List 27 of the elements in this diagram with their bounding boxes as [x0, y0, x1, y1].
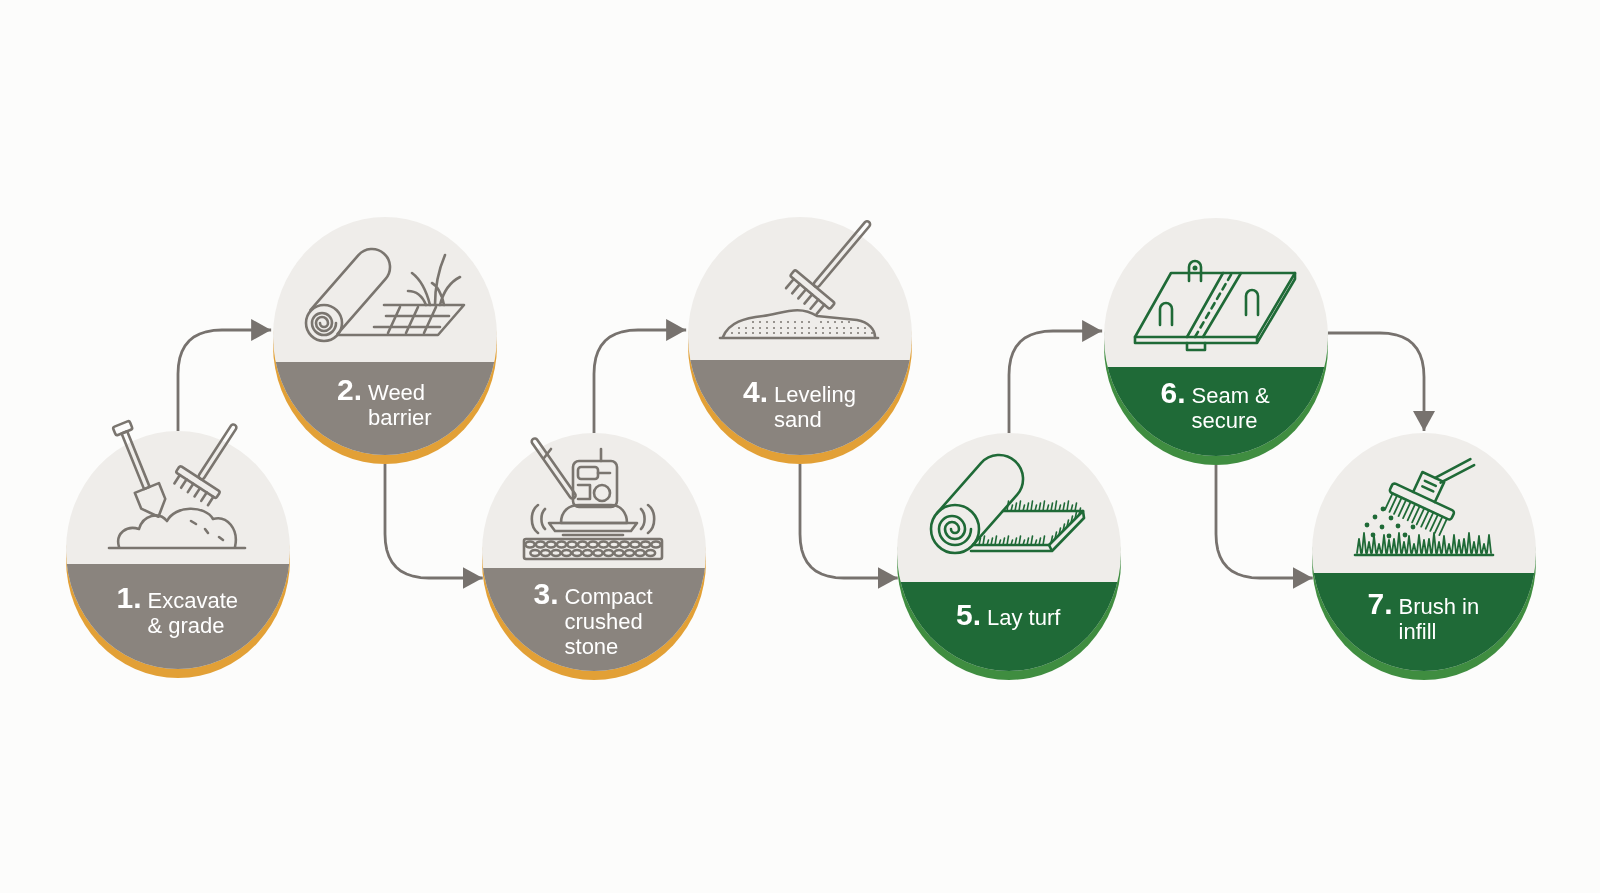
- arrow: [176, 319, 272, 431]
- arrow: [798, 464, 898, 589]
- step-circle: [897, 433, 1121, 680]
- arrow: [383, 464, 483, 589]
- arrow: [1007, 320, 1103, 433]
- step-circle: [1312, 433, 1536, 680]
- arrow: [592, 319, 687, 433]
- step-circle: [688, 217, 912, 464]
- step-label: Weed barrier: [368, 380, 433, 430]
- step-number: 1.: [116, 583, 142, 613]
- step-number: 5.: [956, 599, 981, 630]
- step-label: Compact crushed stone: [564, 583, 654, 659]
- step-label: Brush in infill: [1398, 593, 1481, 644]
- step-number: 6.: [1160, 378, 1186, 408]
- step-label: Seam & secure: [1191, 383, 1271, 433]
- step-label: Leveling sand: [774, 382, 857, 432]
- step-label: Lay turf: [987, 604, 1062, 630]
- step-circle: [273, 217, 497, 464]
- arrow: [1327, 331, 1435, 431]
- step-label: Excavate & grade: [147, 588, 239, 638]
- arrow: [1214, 465, 1313, 589]
- step-number: 7.: [1367, 588, 1393, 619]
- step-number: 4.: [743, 377, 768, 407]
- step-circle: [1104, 218, 1328, 465]
- step-number: 2.: [337, 375, 362, 405]
- step-number: 3.: [533, 578, 559, 609]
- step-circle: [482, 433, 706, 680]
